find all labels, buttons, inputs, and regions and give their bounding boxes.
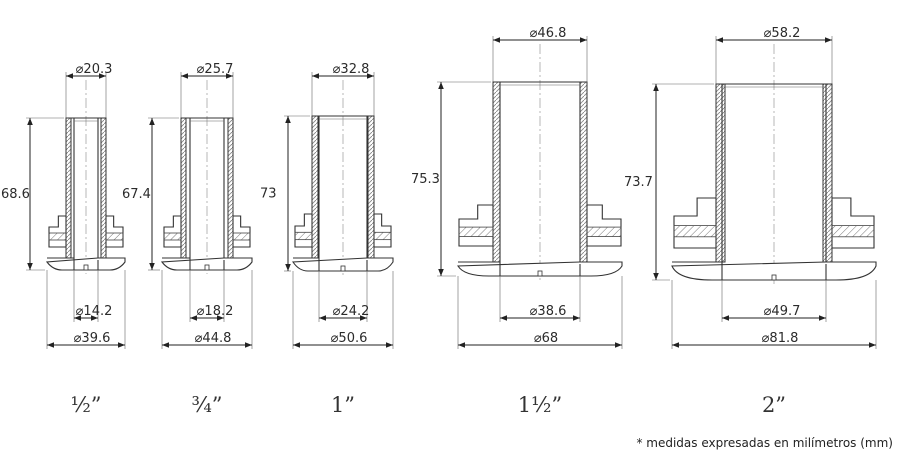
thread-right <box>227 117 234 259</box>
washer-band <box>294 231 313 241</box>
flange <box>671 261 877 281</box>
nut-left <box>458 204 494 247</box>
thread-right <box>579 81 588 263</box>
thread-right <box>822 83 833 263</box>
thread-left <box>492 81 501 263</box>
washer-band <box>458 226 494 237</box>
nut-left <box>163 215 182 248</box>
washer-band <box>163 232 182 241</box>
flange-diameter-label: ⌀81.8 <box>762 331 799 346</box>
thread-left <box>715 83 726 263</box>
nominal-size-label: ½” <box>70 393 101 417</box>
fitting-2: ⌀25.7 67.4 ⌀18.2 ⌀44.8 ¾” <box>122 62 253 417</box>
top-diameter-label: ⌀46.8 <box>530 26 567 41</box>
fitting-1: ⌀20.3 68.6 ⌀14.2 ⌀39.6 ½” <box>1 62 126 417</box>
units-note: * medidas expresadas en milímetros (mm) <box>636 436 893 450</box>
washer-band <box>586 226 622 237</box>
washer-band <box>673 225 717 238</box>
nut-right <box>586 204 622 247</box>
fitting-3: ⌀32.8 73 ⌀24.2 ⌀50.6 1” <box>260 62 394 417</box>
fitting-4: ⌀46.8 75.3 ⌀38.6 ⌀68 1½” <box>411 26 623 417</box>
thread-right <box>367 115 375 259</box>
thread-right <box>100 117 107 259</box>
nut-right <box>105 215 124 248</box>
inner-diameter-label: ⌀38.6 <box>530 304 567 319</box>
height-label: 73.7 <box>624 175 653 190</box>
nut-left <box>48 215 67 248</box>
inner-diameter-label: ⌀14.2 <box>76 304 113 319</box>
nut-left <box>673 197 717 249</box>
height-label: 75.3 <box>411 172 440 187</box>
washer-band <box>105 232 124 241</box>
nut-right <box>831 197 875 249</box>
flange <box>45 257 126 271</box>
washer-band <box>831 225 875 238</box>
inner-diameter-label: ⌀24.2 <box>333 304 370 319</box>
height-label: 68.6 <box>1 187 30 202</box>
nominal-size-label: 2” <box>762 393 786 417</box>
flange <box>160 257 253 271</box>
inner-diameter-label: ⌀18.2 <box>197 304 234 319</box>
flange-diameter-label: ⌀44.8 <box>195 331 232 346</box>
flange-diameter-label: ⌀68 <box>534 331 558 346</box>
drain-slot <box>83 264 89 271</box>
thread-left <box>180 117 187 259</box>
thread-left <box>65 117 72 259</box>
flange <box>457 261 623 277</box>
nominal-size-label: 1” <box>331 393 355 417</box>
nominal-size-label: 1½” <box>518 393 562 417</box>
flange-diameter-label: ⌀39.6 <box>74 331 111 346</box>
height-label: 73 <box>260 187 277 202</box>
nut-right <box>232 215 251 248</box>
drain-slot <box>771 274 777 281</box>
washer-band <box>48 232 67 241</box>
flange <box>292 257 394 272</box>
drain-slot <box>204 264 210 271</box>
height-label: 67.4 <box>122 187 151 202</box>
nominal-size-label: ¾” <box>191 393 222 417</box>
drain-slot <box>340 265 346 272</box>
washer-band <box>232 232 251 241</box>
top-diameter-label: ⌀32.8 <box>333 62 370 77</box>
flange-diameter-label: ⌀50.6 <box>331 331 368 346</box>
top-diameter-label: ⌀20.3 <box>76 62 113 77</box>
nut-right <box>373 213 392 248</box>
thread-left <box>311 115 319 259</box>
fitting-5: ⌀58.2 73.7 ⌀49.7 ⌀81.8 2” <box>624 26 877 417</box>
washer-band <box>373 231 392 241</box>
top-diameter-label: ⌀25.7 <box>197 62 234 77</box>
nut-left <box>294 213 313 248</box>
top-diameter-label: ⌀58.2 <box>764 26 801 41</box>
drain-slot <box>537 270 543 277</box>
inner-diameter-label: ⌀49.7 <box>764 304 801 319</box>
